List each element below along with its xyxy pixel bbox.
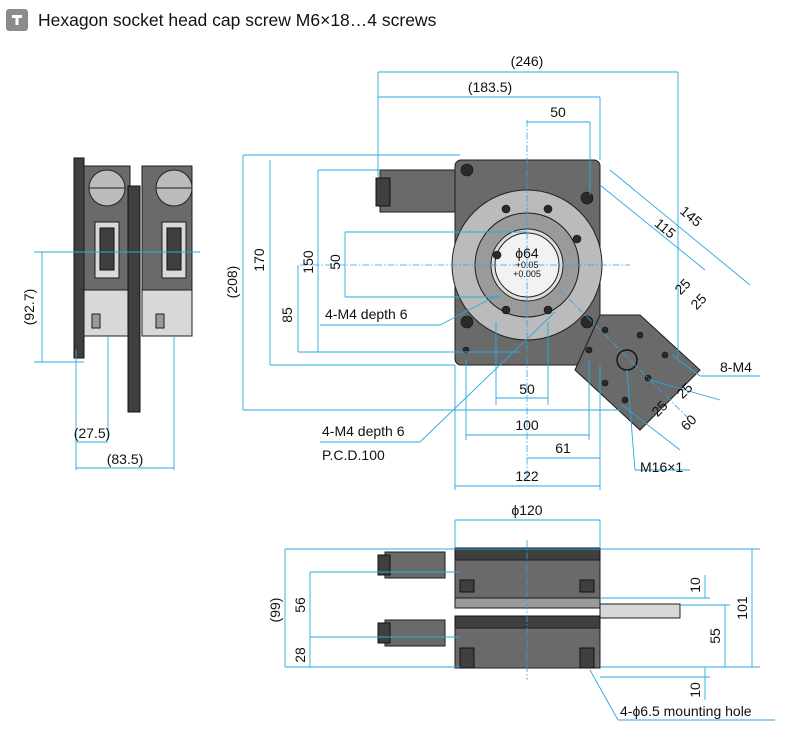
tol-minus: +0.005 <box>513 269 541 279</box>
dim-101: 101 <box>734 596 750 620</box>
dim-115: 115 <box>652 215 680 242</box>
dim-99: (99) <box>267 598 283 623</box>
side-view <box>73 157 193 413</box>
dim-246: (246) <box>511 53 544 69</box>
side-view-dimensions: (92.7) (27.5) (83.5) <box>21 251 200 470</box>
dim-100: 100 <box>515 417 539 433</box>
dim-122: 122 <box>515 468 539 484</box>
dim-56: 56 <box>292 597 308 613</box>
dim-phi64: ϕ64 <box>515 245 539 261</box>
dim-60: 60 <box>677 411 699 433</box>
dim-92-7: (92.7) <box>21 289 37 326</box>
top-view-centerlines <box>300 120 691 480</box>
dim-50-top: 50 <box>550 104 566 120</box>
dim-170: 170 <box>251 248 267 272</box>
dim-50-bottom: 50 <box>519 381 535 397</box>
dim-83-5: (83.5) <box>107 451 144 467</box>
top-view-dimensions: (246) (183.5) 50 145 115 25 25 (208) 170… <box>224 53 760 490</box>
label-8-m4: 8-M4 <box>720 359 752 375</box>
label-m16: M16×1 <box>640 459 683 475</box>
wrench-hex-key-icon <box>6 9 28 31</box>
dim-61: 61 <box>555 440 571 456</box>
label-mounting-hole: 4-ϕ6.5 mounting hole <box>620 703 752 719</box>
dim-25-b: 25 <box>687 290 709 312</box>
dim-10-a: 10 <box>687 577 703 593</box>
tol-plus: +0.05 <box>516 260 539 270</box>
dim-183-5: (183.5) <box>468 79 512 95</box>
dim-phi120: ϕ120 <box>511 502 542 518</box>
dim-10-b: 10 <box>687 682 703 698</box>
top-view <box>375 159 701 431</box>
label-m4-depth-b: 4-M4 depth 6 <box>322 423 405 439</box>
label-pcd: P.C.D.100 <box>322 447 385 463</box>
dim-27-5: (27.5) <box>74 425 111 441</box>
dim-50-left: 50 <box>327 254 343 270</box>
header: Hexagon socket head cap screw M6×18…4 sc… <box>6 8 436 32</box>
dim-25-a: 25 <box>671 275 693 297</box>
label-m4-depth-a: 4-M4 depth 6 <box>325 306 408 322</box>
front-view <box>377 540 681 680</box>
front-view-dimensions: ϕ120 (99) 56 28 10 55 101 10 4-ϕ6.5 moun… <box>267 502 775 721</box>
dim-150: 150 <box>300 250 316 274</box>
dim-85: 85 <box>279 307 295 323</box>
dim-145: 145 <box>677 203 705 230</box>
header-title: Hexagon socket head cap screw M6×18…4 sc… <box>38 9 437 30</box>
dim-208: (208) <box>224 266 240 299</box>
dim-28: 28 <box>292 647 308 663</box>
dim-55: 55 <box>707 628 723 644</box>
